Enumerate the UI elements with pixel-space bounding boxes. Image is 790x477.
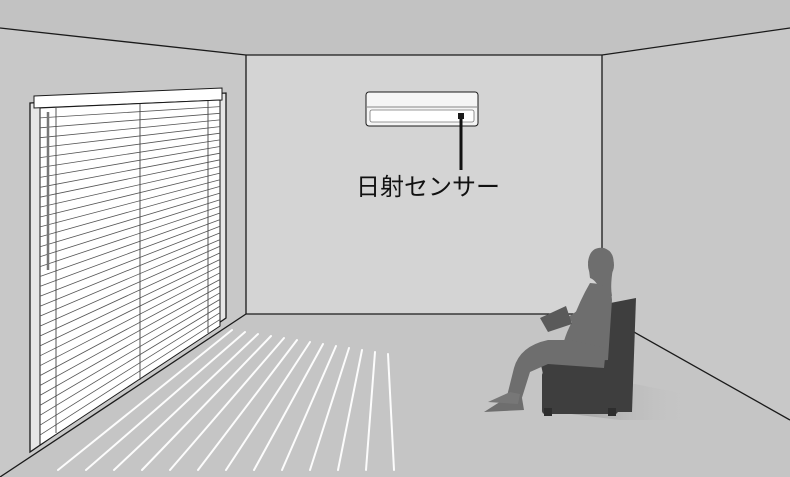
blind-slat bbox=[39, 186, 221, 238]
blind-slat bbox=[39, 192, 221, 248]
blind-slat bbox=[39, 299, 221, 406]
sunlight-streak bbox=[85, 331, 246, 471]
blind-slat bbox=[39, 152, 221, 188]
blind-slat bbox=[39, 106, 221, 119]
sunlight-streak bbox=[365, 351, 376, 471]
sunlight-streak bbox=[387, 353, 395, 471]
blind-slat bbox=[39, 132, 221, 158]
chair-front bbox=[542, 372, 618, 414]
sunlight-streak bbox=[169, 337, 285, 471]
person-legs bbox=[505, 340, 606, 404]
blind-slat bbox=[39, 146, 221, 178]
blind-slat bbox=[39, 319, 221, 436]
blind-slat bbox=[39, 172, 221, 218]
sunlight-streak bbox=[281, 345, 337, 471]
sunlight-streaks bbox=[57, 329, 395, 471]
right-wall bbox=[602, 28, 790, 420]
sunlight-streak bbox=[253, 343, 324, 471]
sunlight-streak bbox=[225, 341, 311, 471]
back-wall bbox=[246, 55, 602, 314]
blind-slat bbox=[39, 166, 221, 208]
person-arm bbox=[566, 294, 598, 322]
blind-headrail bbox=[33, 87, 223, 109]
blind-slat bbox=[39, 245, 221, 327]
blind-slat bbox=[39, 252, 221, 337]
ac-louver bbox=[369, 109, 475, 123]
seated-person bbox=[484, 247, 614, 412]
ceiling bbox=[0, 0, 790, 55]
blind-slat bbox=[39, 285, 221, 386]
ac-solar-sensor bbox=[458, 113, 464, 119]
sunlight-streak bbox=[57, 329, 233, 471]
solar-sensor-label: 日射センサー bbox=[356, 173, 500, 201]
blind-slat bbox=[39, 219, 221, 287]
sunlight-streak bbox=[197, 339, 298, 471]
blind-slat bbox=[39, 279, 221, 376]
person-hair bbox=[588, 247, 614, 296]
blind-slat bbox=[39, 126, 221, 148]
blind-slat bbox=[39, 239, 221, 317]
blind-slat bbox=[39, 179, 221, 228]
blind-slat bbox=[39, 272, 221, 367]
sunlight-streak bbox=[141, 335, 272, 471]
blind-slat bbox=[39, 212, 221, 277]
blind-slat bbox=[39, 305, 221, 416]
book bbox=[540, 306, 572, 332]
blind-slat bbox=[39, 232, 221, 307]
blind-slat bbox=[39, 225, 221, 297]
blind-slat bbox=[39, 292, 221, 396]
blind-slat bbox=[39, 159, 221, 198]
blind-ladder-cords bbox=[55, 101, 209, 433]
blind-slat bbox=[39, 312, 221, 426]
blind-slat bbox=[39, 139, 221, 168]
sunlight-streak bbox=[337, 349, 363, 471]
blind-slat bbox=[39, 199, 221, 258]
window-blind bbox=[29, 87, 227, 454]
blind-slat bbox=[39, 259, 221, 347]
sunlight-streak bbox=[309, 347, 350, 471]
blind-slat bbox=[39, 119, 221, 139]
blind-panel bbox=[39, 99, 221, 446]
blind-slats bbox=[39, 106, 221, 436]
blind-slat bbox=[39, 206, 221, 267]
air-conditioner bbox=[365, 91, 479, 127]
blind-slat bbox=[39, 112, 221, 129]
sunlight-streak bbox=[113, 333, 259, 471]
blind-slat bbox=[39, 265, 221, 357]
